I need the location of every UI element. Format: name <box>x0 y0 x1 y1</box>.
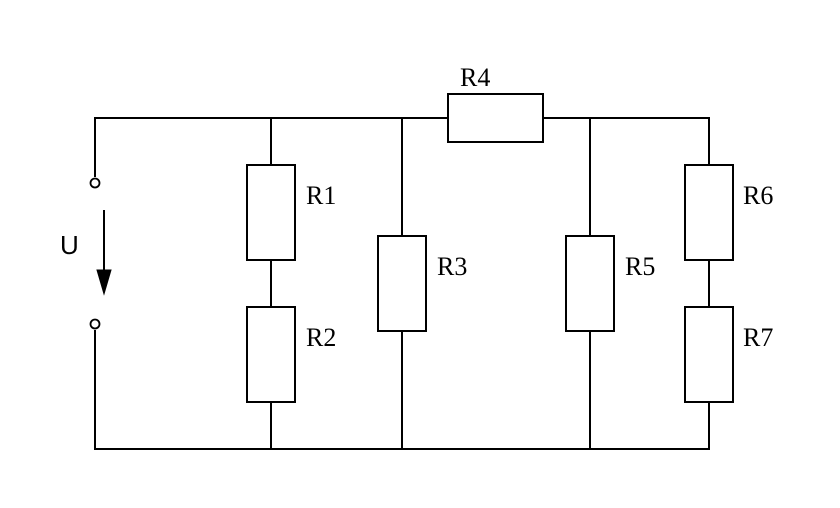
label-r4: R4 <box>460 63 490 92</box>
terminal-top <box>89 177 101 189</box>
label-r3: R3 <box>437 252 467 281</box>
source-label: U <box>60 230 79 260</box>
voltage-arrow-icon <box>96 210 112 296</box>
label-r5: R5 <box>625 252 655 281</box>
resistor-r3 <box>377 235 427 332</box>
label-r7: R7 <box>743 323 773 352</box>
resistor-r7 <box>684 306 734 403</box>
resistor-r5 <box>565 235 615 332</box>
resistor-r6 <box>684 164 734 261</box>
terminal-bottom <box>89 318 101 330</box>
resistor-r2 <box>246 306 296 403</box>
wires <box>94 117 710 450</box>
label-r6: R6 <box>743 181 773 210</box>
label-r1: R1 <box>306 181 336 210</box>
resistor-r1 <box>246 164 296 261</box>
label-r2: R2 <box>306 323 336 352</box>
resistor-r4 <box>447 93 544 143</box>
